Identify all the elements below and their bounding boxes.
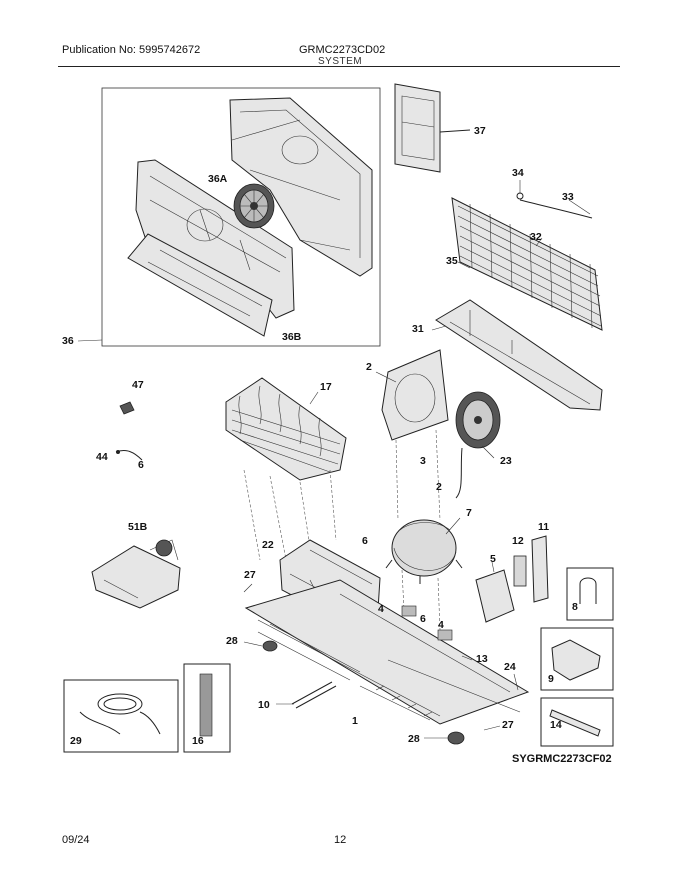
part-31-tray xyxy=(435,299,603,411)
callout-6-grommet: 6 xyxy=(420,613,426,625)
part-1-base-plate xyxy=(244,579,530,725)
callout-6-wire: 6 xyxy=(138,459,144,471)
callout-4-left: 4 xyxy=(378,603,384,615)
part-29-harness xyxy=(79,693,161,735)
callout-4-right: 4 xyxy=(438,619,444,631)
callout-27-left: 27 xyxy=(244,569,256,581)
page-number: 12 xyxy=(334,834,347,846)
callout-33: 33 xyxy=(562,191,574,203)
model-number: GRMC2273CD02 xyxy=(299,44,386,56)
callout-10: 10 xyxy=(258,699,270,711)
callout-13: 13 xyxy=(476,653,488,665)
callout-12: 12 xyxy=(512,535,524,547)
part-16-insulation xyxy=(199,673,213,737)
callout-5: 5 xyxy=(490,553,496,565)
callout-51B: 51B xyxy=(128,521,148,533)
footer-date: 09/24 xyxy=(62,834,90,846)
publication-number: Publication No: 5995742672 xyxy=(62,44,201,56)
callout-28-right: 28 xyxy=(408,733,420,745)
header-rule xyxy=(58,66,620,67)
part-23-condenser-fan xyxy=(455,391,501,499)
callout-34: 34 xyxy=(512,167,524,179)
part-44-part-6-wire xyxy=(115,449,143,461)
callout-47: 47 xyxy=(132,379,144,391)
callout-3: 3 xyxy=(420,455,426,467)
part-32-condenser xyxy=(451,192,603,331)
evaporator-cover-parts xyxy=(127,97,373,337)
callout-17: 17 xyxy=(320,381,332,393)
callout-11: 11 xyxy=(538,521,549,533)
leader-lines xyxy=(77,180,591,739)
callout-36A: 36A xyxy=(208,173,228,185)
part-14-tube xyxy=(549,709,601,737)
callout-36: 36 xyxy=(62,335,74,347)
callout-8: 8 xyxy=(572,601,578,613)
callout-32: 32 xyxy=(530,231,542,243)
part-5-capacitor xyxy=(475,569,515,623)
callout-2-shroud: 2 xyxy=(366,361,372,373)
part-10-tube xyxy=(291,681,337,709)
inset-box-16 xyxy=(183,663,231,753)
inset-box-9 xyxy=(540,627,614,691)
part-47-clip xyxy=(119,401,135,415)
part-2-fan-shroud xyxy=(381,349,449,441)
inset-box-8 xyxy=(566,567,614,621)
callout-23: 23 xyxy=(500,455,512,467)
callout-29: 29 xyxy=(70,735,82,747)
part-9-valve xyxy=(551,639,601,681)
callout-44: 44 xyxy=(96,451,108,463)
callout-35: 35 xyxy=(446,255,458,267)
inset-box-14 xyxy=(540,697,614,747)
diagram-code: SYGRMC2273CF02 xyxy=(512,753,612,765)
part-17-evaporator xyxy=(225,377,347,481)
part-8-clip xyxy=(579,577,597,604)
callout-24: 24 xyxy=(504,661,516,673)
callout-28-left: 28 xyxy=(226,635,238,647)
section-title: SYSTEM xyxy=(318,56,363,67)
callout-36B: 36B xyxy=(282,331,302,343)
evaporator-cover-box xyxy=(101,87,381,347)
part-7-compressor xyxy=(385,519,463,584)
callout-27-right: 27 xyxy=(502,719,514,731)
part-11-bracket xyxy=(531,535,549,603)
part-28-wheels xyxy=(262,640,465,745)
callout-2-small: 2 xyxy=(436,481,442,493)
callout-37: 37 xyxy=(474,125,486,137)
callout-31: 31 xyxy=(412,323,424,335)
callout-22: 22 xyxy=(262,539,274,551)
callout-6-tray: 6 xyxy=(362,535,368,547)
callout-7: 7 xyxy=(466,507,472,519)
part-37-panel xyxy=(394,83,471,173)
callout-14: 14 xyxy=(550,719,562,731)
part-51B-control-box xyxy=(91,539,181,609)
part-12-relay xyxy=(513,555,527,587)
callout-16: 16 xyxy=(192,735,204,747)
callout-1: 1 xyxy=(352,715,358,727)
callout-9: 9 xyxy=(548,673,554,685)
inset-box-29 xyxy=(63,679,179,753)
